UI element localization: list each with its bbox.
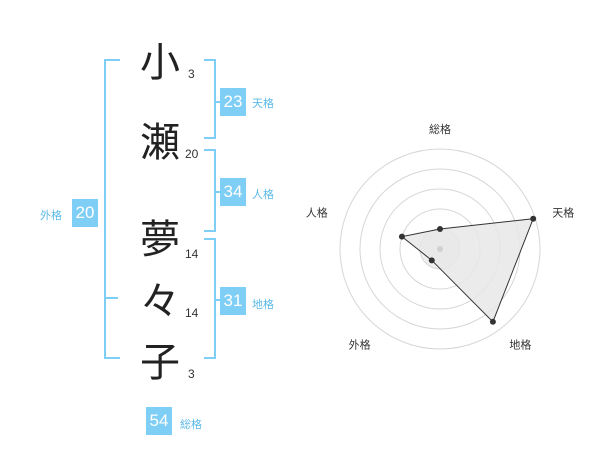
tenkaku-label: 天格	[252, 97, 274, 110]
gaikaku-divider-tick	[104, 297, 118, 299]
name-char-2: 瀬	[140, 120, 180, 166]
stroke-count-3: 14	[185, 247, 199, 261]
stroke-count-5: 3	[188, 367, 195, 381]
name-char-3: 夢	[140, 217, 180, 263]
jinkaku-score: 34	[220, 178, 246, 206]
name-char-5: 子	[140, 340, 180, 386]
radar-point-1	[437, 226, 443, 232]
radar-ring-5	[339, 148, 541, 350]
chikaku-bracket	[204, 238, 216, 359]
stroke-count-1: 3	[188, 67, 195, 81]
radar-axis-label-4: 外格	[349, 337, 371, 351]
radar-point-2	[530, 215, 537, 222]
radar-point-3	[489, 318, 496, 325]
jinkaku-connector	[214, 191, 220, 193]
chikaku-label: 地格	[252, 298, 274, 311]
radar-axis-label-2: 天格	[552, 206, 574, 220]
name-char-4: 々	[140, 279, 180, 325]
radar-axis-label-3: 地格	[509, 337, 531, 351]
gaikaku-bracket	[104, 59, 120, 359]
stroke-count-4: 14	[185, 306, 199, 320]
tenkaku-connector	[214, 101, 220, 103]
gaikaku-label: 外格	[40, 209, 62, 222]
gaikaku-score: 20	[72, 199, 98, 227]
jinkaku-bracket	[204, 149, 216, 232]
radar-axis-label-5: 人格	[306, 206, 328, 220]
radar-point-4	[428, 257, 435, 264]
radar-point-5	[398, 233, 405, 240]
chikaku-score: 31	[220, 287, 246, 315]
tenkaku-bracket	[204, 59, 216, 139]
soukaku-score: 54	[146, 407, 172, 435]
radar-series-polygon	[400, 218, 534, 323]
stroke-count-2: 20	[185, 147, 199, 161]
radar-axis-label-1: 総格	[429, 122, 451, 136]
radar-center-dot	[437, 246, 443, 252]
radar-points	[398, 215, 537, 325]
tenkaku-score: 23	[220, 88, 246, 116]
jinkaku-label: 人格	[252, 188, 274, 201]
name-char-1: 小	[140, 40, 180, 86]
chikaku-connector	[214, 299, 220, 301]
soukaku-label: 総格	[180, 418, 202, 431]
